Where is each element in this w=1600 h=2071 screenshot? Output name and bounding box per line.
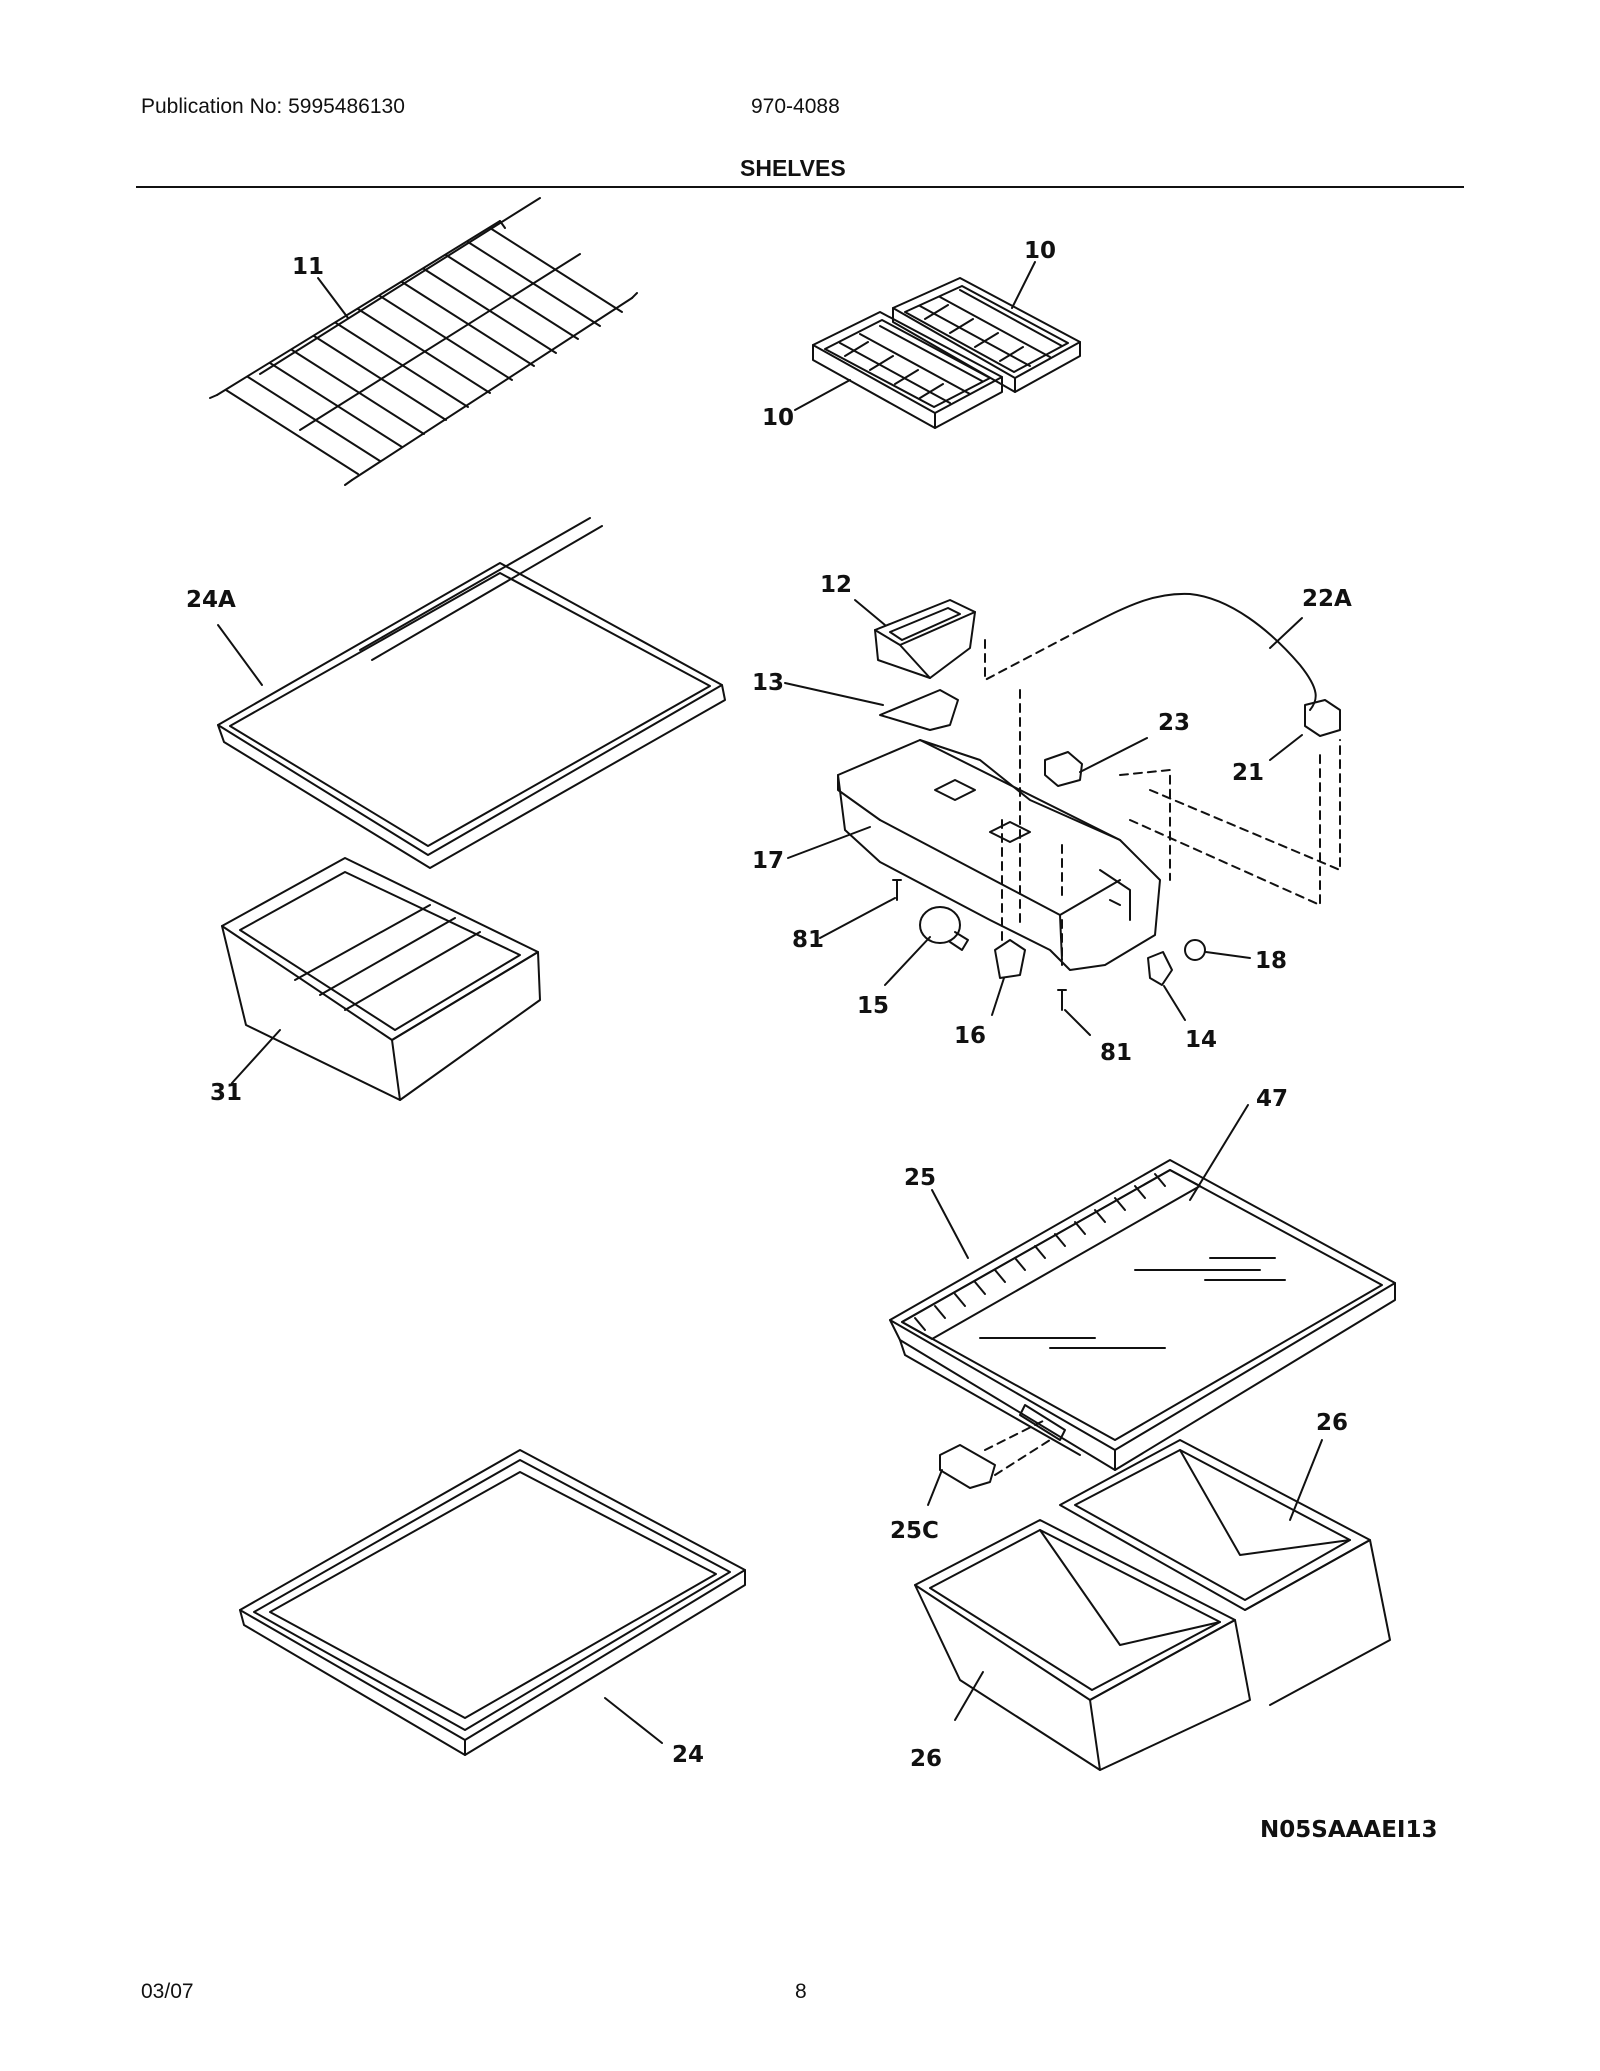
callout-25: 25 [904,1165,936,1191]
chute-12 [874,599,976,679]
flapper-13 [879,689,959,731]
bracket-25C [939,1419,1051,1489]
socket-16 [994,939,1026,979]
wire-harness-22A [1079,592,1341,737]
callout-25C: 25C [890,1518,939,1544]
footer-date: 03/07 [141,1980,194,2003]
callout-18: 18 [1255,948,1287,974]
ice-tray-10-rear [892,277,1081,393]
wire-shelf-11 [209,197,638,486]
callout-81-right: 81 [1100,1040,1132,1066]
callout-81-left: 81 [792,927,824,953]
knob-18 [1184,939,1206,961]
screw-81-left [892,879,902,901]
screw-81-right [1057,989,1067,1011]
switch-14 [1147,951,1173,986]
callout-10-front: 10 [762,405,794,431]
crisper-drawer-31 [221,857,541,1101]
diagram-code: N05SAAAEI13 [1260,1817,1438,1843]
callout-12: 12 [820,572,852,598]
callout-14: 14 [1185,1027,1217,1053]
switch-23 [1044,751,1083,787]
crisper-drawer-26-front [914,1519,1251,1771]
callout-10-rear: 10 [1024,238,1056,264]
header-rule [136,186,1464,188]
callout-24: 24 [672,1742,704,1768]
leader-lines [217,261,1323,1744]
callout-21: 21 [1232,760,1264,786]
callout-23: 23 [1158,710,1190,736]
callout-11: 11 [292,254,324,280]
callout-26-rear: 26 [1316,1410,1348,1436]
glass-shelf-24A [217,517,726,869]
footer-page-number: 8 [795,1980,807,2003]
crisper-drawer-26-rear [1059,1439,1391,1706]
ice-tray-10-front [812,311,1003,429]
callout-labels: 11 10 10 24A 12 22A 13 23 21 17 81 18 15… [186,238,1438,1843]
publication-number: Publication No: 5995486130 [141,95,405,118]
page-title: SHELVES [740,155,846,181]
callout-16: 16 [954,1023,986,1049]
shelf-47 [889,1159,1396,1471]
callout-13: 13 [752,670,784,696]
callout-26-front: 26 [910,1746,942,1772]
callout-47: 47 [1256,1086,1288,1112]
dispenser-housing-17 [837,739,1161,971]
assembly-lines [984,629,1341,966]
callout-17: 17 [752,848,784,874]
callout-15: 15 [857,993,889,1019]
callout-24A: 24A [186,587,236,613]
bulb-15 [919,906,969,951]
callout-31: 31 [210,1080,242,1106]
model-number: 970-4088 [751,95,840,118]
callout-22A: 22A [1302,586,1352,612]
glass-shelf-24 [239,1449,746,1756]
